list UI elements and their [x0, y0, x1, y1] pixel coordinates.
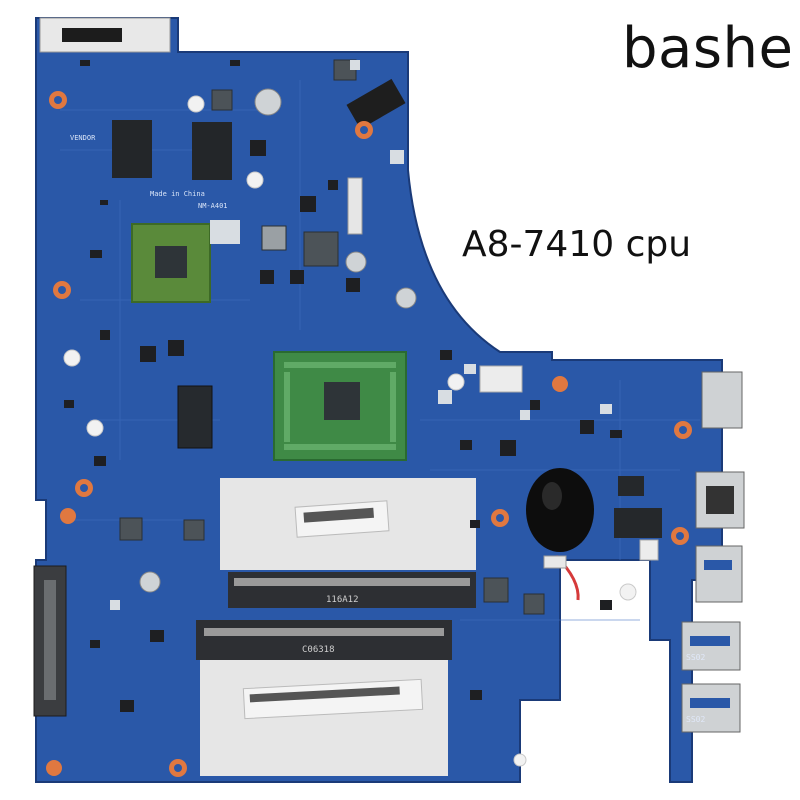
white-connector	[479, 365, 523, 393]
silk-made-in: Made in China	[150, 190, 205, 198]
capacitors	[139, 88, 417, 593]
vertical-connector	[347, 177, 363, 235]
power-jack	[701, 371, 743, 429]
cpu-die	[324, 382, 360, 420]
slot-lower-label: C06318	[302, 645, 335, 655]
slot-upper-label: 116A12	[326, 595, 359, 605]
inductors	[119, 59, 545, 615]
memory-chips	[112, 120, 232, 180]
port-b-label: SS02	[686, 715, 705, 724]
silk-board-id: NM-A401	[198, 202, 228, 210]
cpu-solder-dots	[284, 362, 396, 450]
usb-port-1	[695, 545, 743, 603]
mini-slot	[177, 385, 213, 449]
silk-vendor: VENDOR	[70, 134, 96, 142]
ram-slot-lower-area	[200, 660, 448, 776]
cpu-caption: A8-7410 cpu	[462, 224, 692, 265]
smd-components	[64, 60, 622, 712]
port-a-label: SS02	[686, 653, 705, 662]
gpu-die	[155, 246, 187, 278]
io-chip	[614, 508, 662, 538]
watermark-brand: bashe	[622, 16, 794, 81]
ram-slot-lower	[196, 620, 452, 660]
top-connector-small	[346, 78, 406, 130]
cmos-battery	[526, 468, 594, 552]
